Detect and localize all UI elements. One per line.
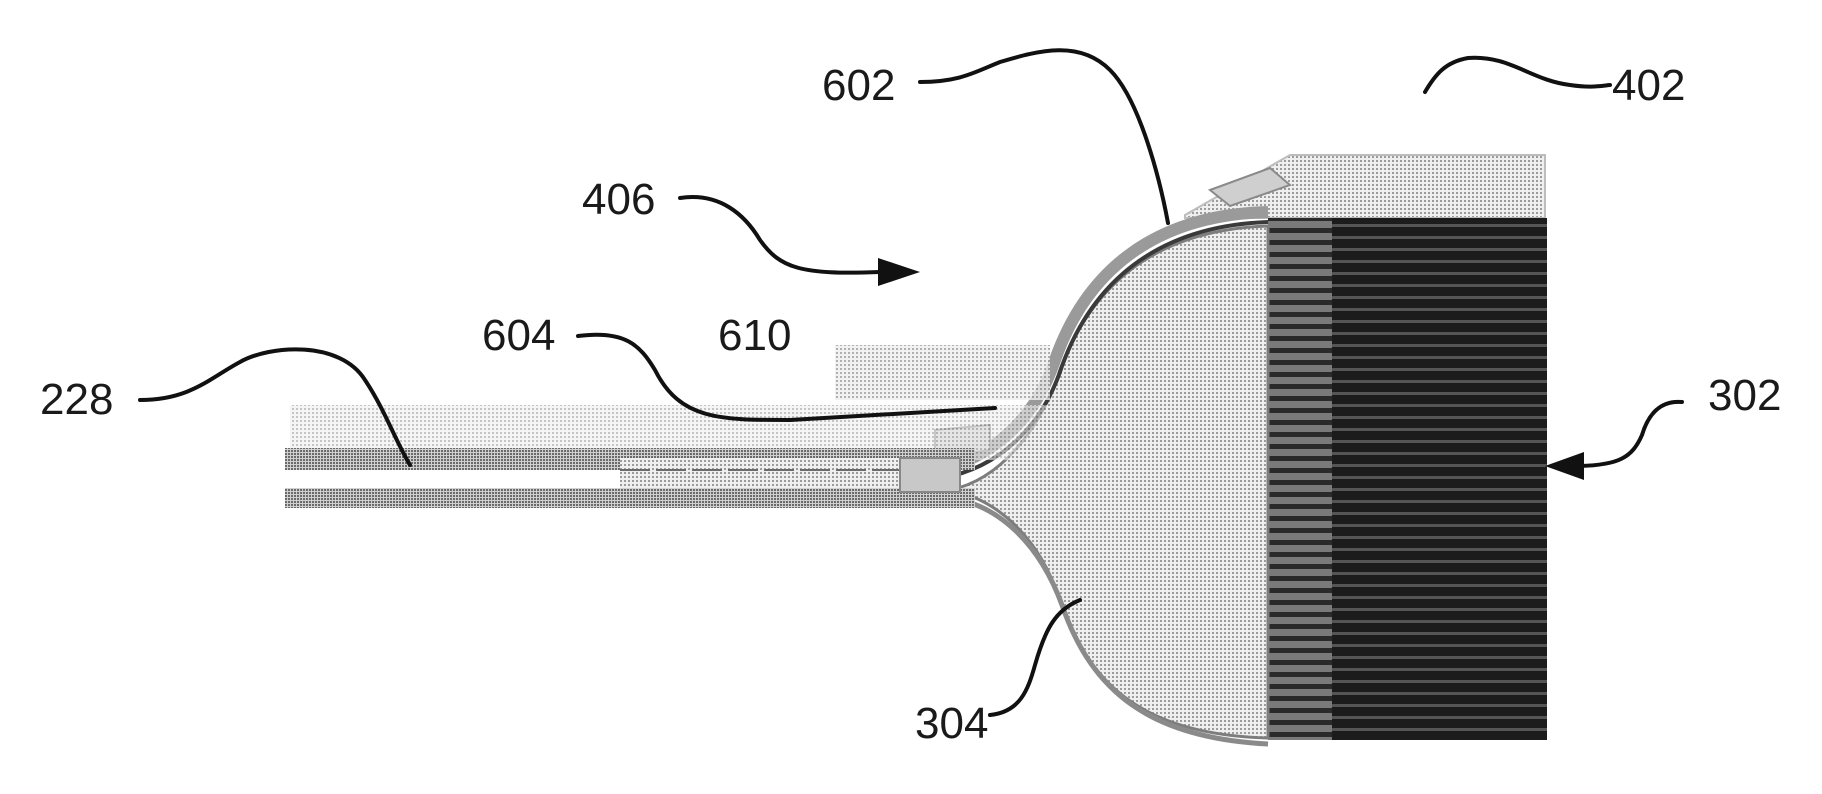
region-610 [835, 345, 1050, 400]
label-228: 228 [40, 375, 113, 424]
leader-228 [138, 347, 412, 467]
leader-604 [576, 332, 997, 423]
label-402: 402 [1612, 61, 1685, 110]
leader-lines [138, 48, 1684, 717]
reference-numerals: 228 406 604 610 602 402 302 304 [40, 61, 1781, 748]
stack-302 [1268, 218, 1547, 740]
label-610: 610 [718, 311, 791, 360]
flared-body-304 [949, 224, 1270, 747]
label-304: 304 [915, 699, 988, 748]
label-604: 604 [482, 311, 555, 360]
leader-602 [918, 48, 1170, 225]
label-602: 602 [822, 61, 895, 110]
layer-402 [1184, 154, 1546, 219]
label-302: 302 [1708, 371, 1781, 420]
arrow-302 [1545, 399, 1684, 480]
lead-228 [285, 405, 1050, 508]
label-406: 406 [582, 175, 655, 224]
arrow-406 [678, 195, 920, 286]
leader-402 [1423, 55, 1612, 94]
leader-304 [988, 598, 1082, 717]
